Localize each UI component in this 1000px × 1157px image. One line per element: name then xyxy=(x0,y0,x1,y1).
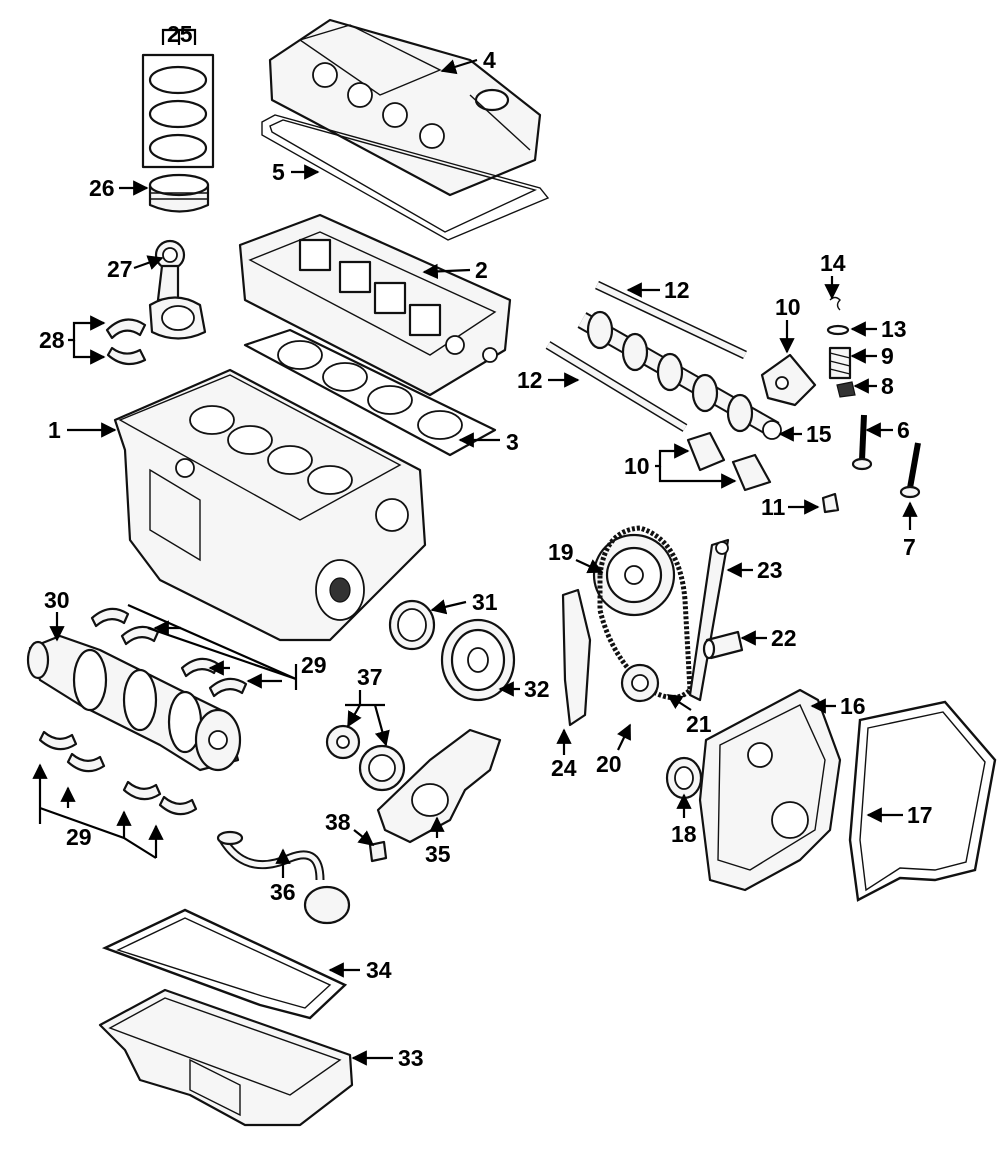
cylinder-head xyxy=(238,213,512,397)
callout-16: 16 xyxy=(840,693,866,719)
callout-35: 35 xyxy=(425,841,451,867)
lash-adjuster xyxy=(821,492,840,514)
chain-guide xyxy=(561,588,592,727)
front-crank-seal xyxy=(388,599,436,651)
callout-14: 14 xyxy=(820,250,846,276)
oil-pump-inner-gear xyxy=(325,724,361,760)
callout-36: 36 xyxy=(270,879,296,905)
callout-7: 7 xyxy=(903,534,916,560)
callout-28: 28 xyxy=(39,327,65,353)
callout-15: 15 xyxy=(806,421,832,447)
rocker-arm-b xyxy=(731,453,772,492)
main-bearings-lower xyxy=(38,730,198,816)
timing-cover xyxy=(698,688,842,892)
valve-cover xyxy=(268,18,542,197)
crankshaft-pulley xyxy=(440,618,516,702)
callout-12-upper: 12 xyxy=(664,277,690,303)
oil-pan xyxy=(98,988,354,1127)
callout-31: 31 xyxy=(472,589,498,615)
timing-cover-seal xyxy=(665,756,703,800)
callout-29-upper: 29 xyxy=(301,652,327,678)
head-gasket xyxy=(243,328,497,457)
callout-29-lower: 29 xyxy=(66,824,92,850)
tensioner-arm xyxy=(688,538,730,702)
crankshaft xyxy=(26,634,242,772)
oil-pump-outer-ring xyxy=(358,744,406,792)
callout-12-lower: 12 xyxy=(517,367,543,393)
callout-23: 23 xyxy=(757,557,783,583)
callout-10-lower: 10 xyxy=(624,453,650,479)
pressure-relief-plug xyxy=(368,840,388,863)
callout-9: 9 xyxy=(881,343,894,369)
callout-26: 26 xyxy=(89,175,115,201)
intake-valve xyxy=(851,414,873,471)
callout-21: 21 xyxy=(686,711,712,737)
oil-pan-gasket xyxy=(101,908,348,1020)
crank-sprocket xyxy=(620,663,660,703)
timing-cover-gasket xyxy=(848,700,997,902)
cam-sprocket xyxy=(592,533,676,617)
valve-spring xyxy=(828,346,852,380)
callout-30: 30 xyxy=(44,587,70,613)
piston-rings xyxy=(141,53,215,169)
callout-17: 17 xyxy=(907,802,933,828)
leader-lines xyxy=(32,28,918,1066)
callout-8: 8 xyxy=(881,373,894,399)
callout-19: 19 xyxy=(548,539,574,565)
rocker-shaft-lower xyxy=(545,341,688,432)
callout-4: 4 xyxy=(483,47,496,73)
callout-13: 13 xyxy=(881,316,907,342)
callout-6: 6 xyxy=(897,417,910,443)
callout-1: 1 xyxy=(48,417,61,443)
callout-37: 37 xyxy=(357,664,383,690)
callout-24: 24 xyxy=(551,755,577,781)
connecting-rod xyxy=(148,239,207,340)
rocker-arm-a xyxy=(686,431,726,472)
camshaft xyxy=(577,310,782,440)
piston xyxy=(148,173,210,213)
valve-keeper xyxy=(829,296,841,311)
valve-stem-seal xyxy=(836,381,856,398)
engine-block xyxy=(113,368,427,642)
callout-3: 3 xyxy=(506,429,519,455)
rocker-shaft-upper xyxy=(595,280,747,360)
rocker-arm-upper xyxy=(760,353,817,407)
callout-32: 32 xyxy=(524,676,550,702)
callout-25: 25 xyxy=(167,21,193,47)
rod-bearings xyxy=(105,318,147,366)
callout-38: 38 xyxy=(325,809,351,835)
callout-22: 22 xyxy=(771,625,797,651)
callout-18: 18 xyxy=(671,821,697,847)
callout-2: 2 xyxy=(475,257,488,283)
callout-20: 20 xyxy=(596,751,622,777)
callout-labels: 25 26 27 28 4 5 2 3 1 12 12 10 14 13 9 8… xyxy=(39,21,933,1071)
callout-11: 11 xyxy=(761,494,786,520)
callout-34: 34 xyxy=(366,957,392,983)
timing-chain xyxy=(597,525,693,700)
callout-5: 5 xyxy=(272,159,285,185)
main-bearings-upper xyxy=(90,607,248,698)
valve-cover-gasket xyxy=(261,114,550,241)
callout-10-upper: 10 xyxy=(775,294,801,320)
spring-retainer xyxy=(826,324,850,336)
callout-27: 27 xyxy=(107,256,133,282)
chain-tensioner xyxy=(702,630,744,660)
callout-33: 33 xyxy=(398,1045,424,1071)
oil-pump xyxy=(376,728,502,844)
exhaust-valve xyxy=(899,442,921,499)
